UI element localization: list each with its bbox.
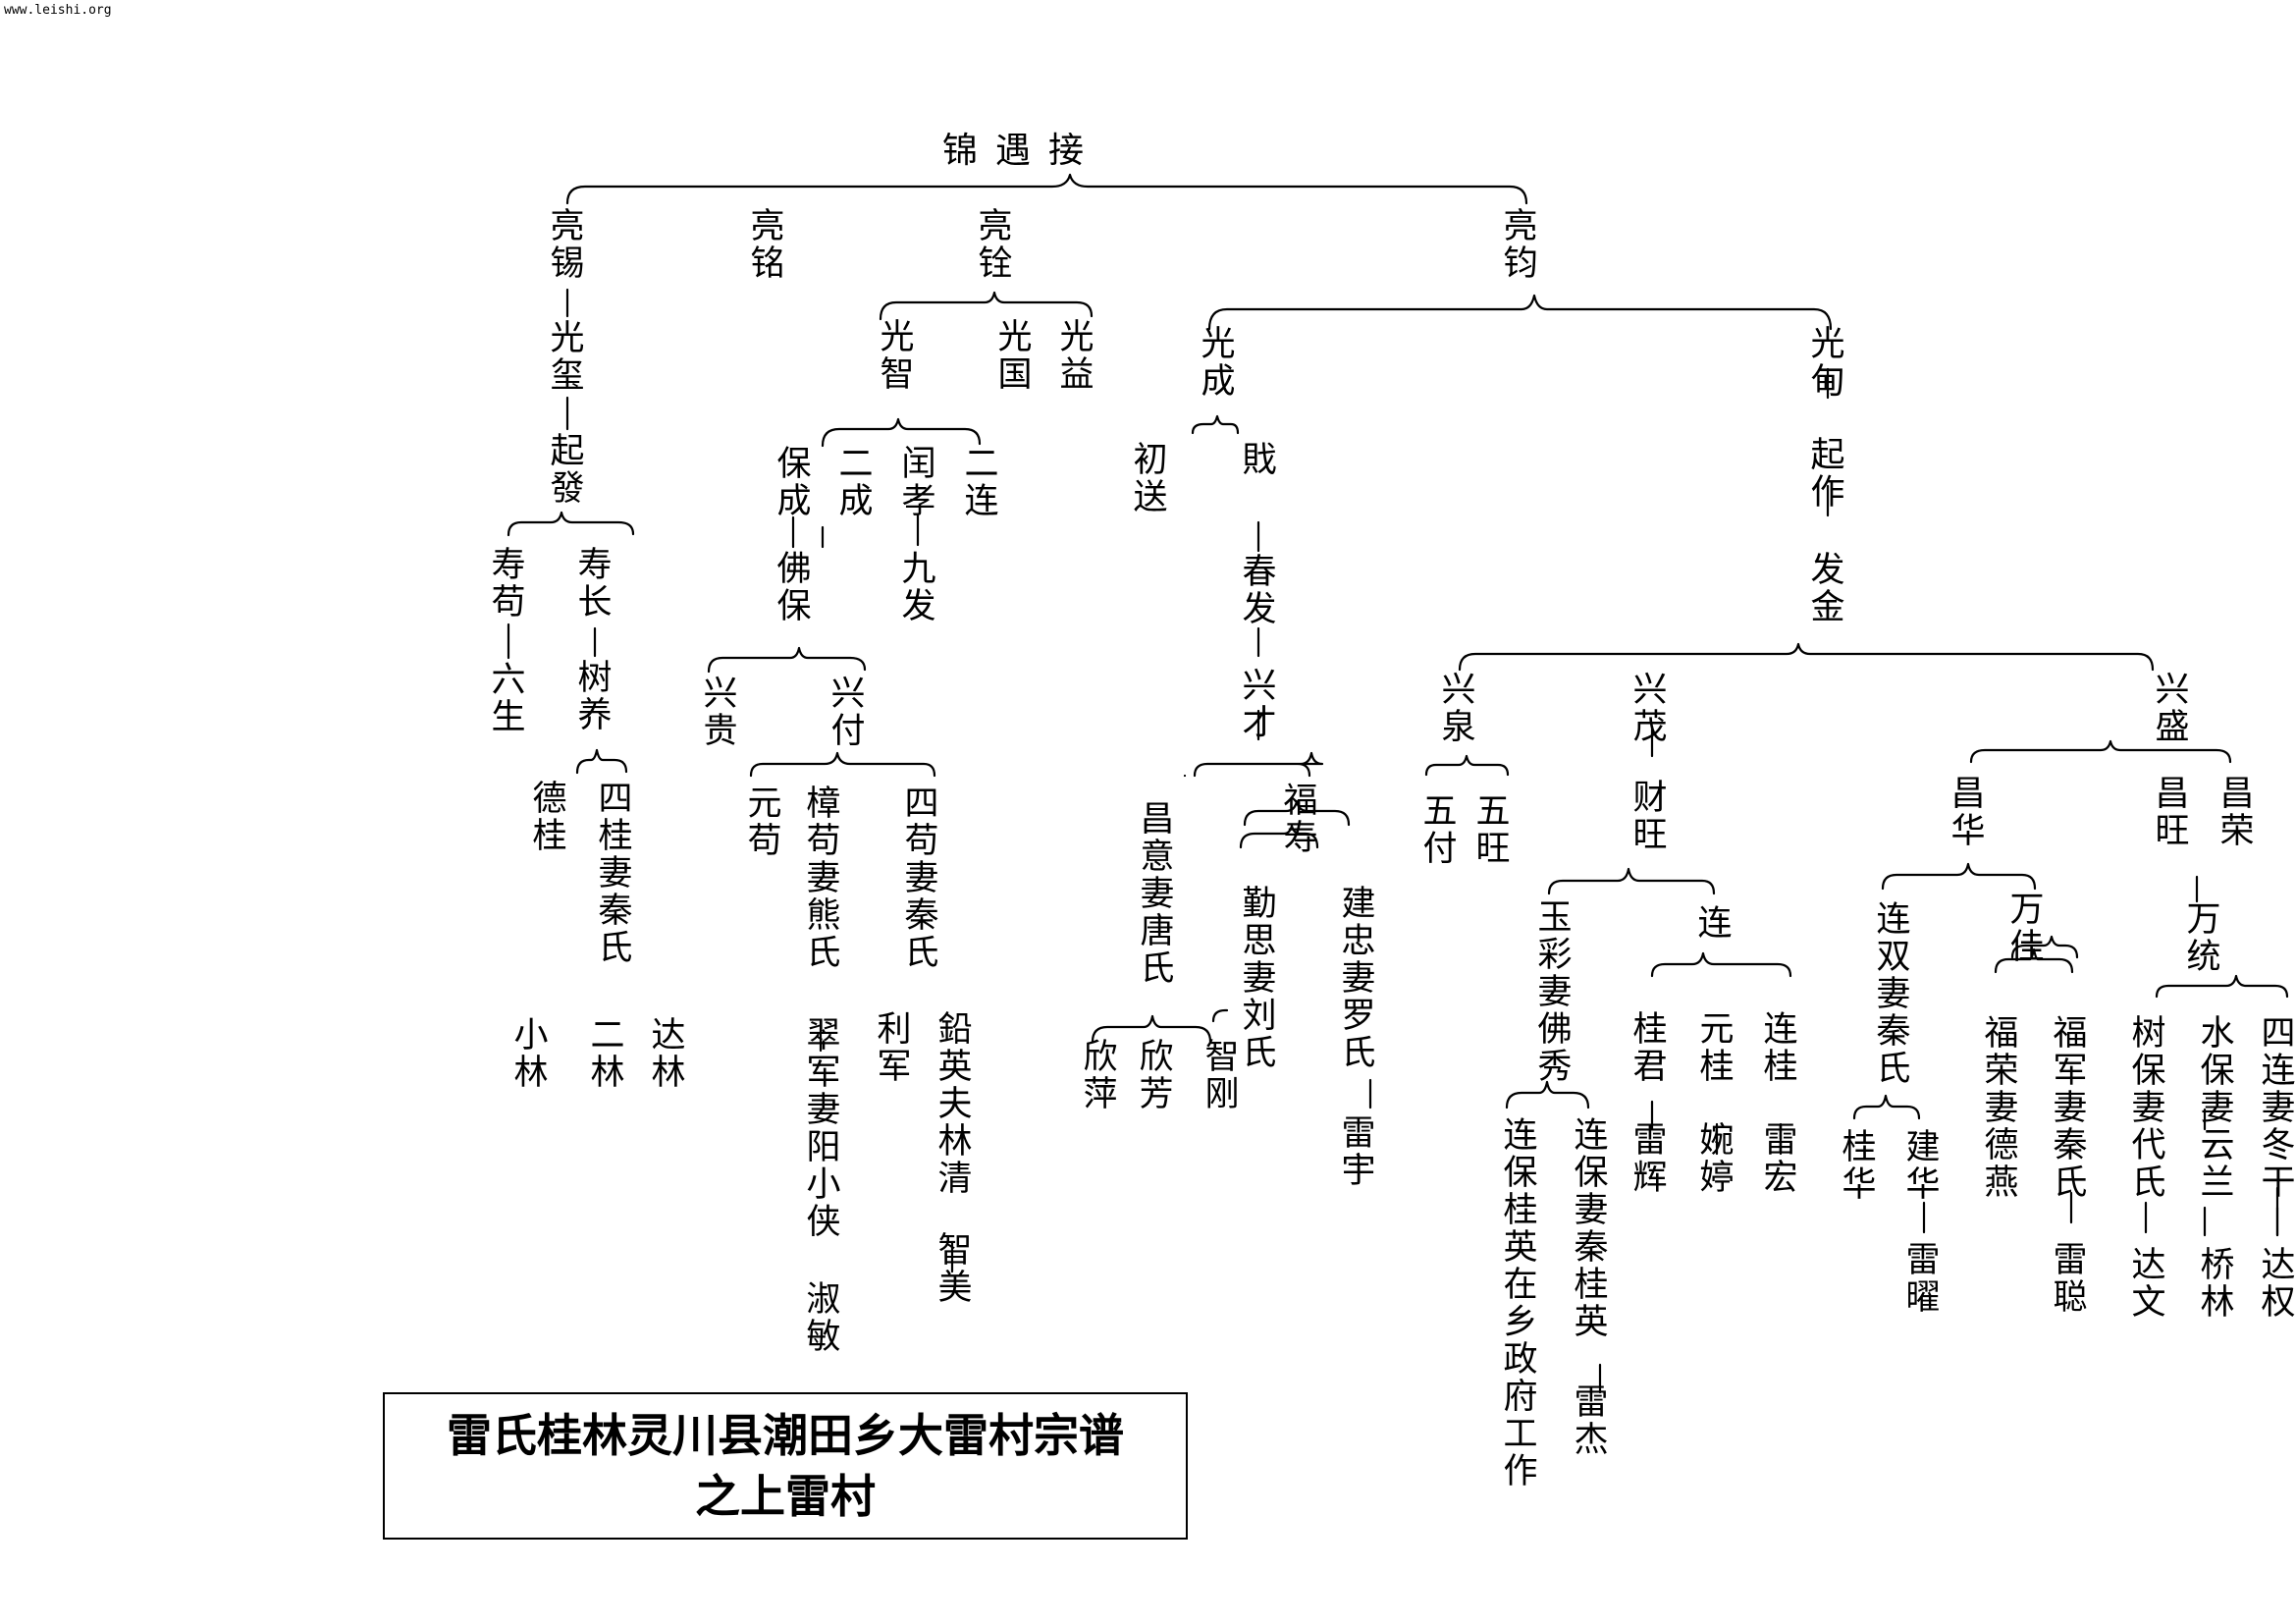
node-qi-zuo: 起作 bbox=[1810, 436, 1845, 513]
node-qian-ying: 鉛英夫林清 bbox=[937, 1010, 973, 1199]
title-line-2: 之上雷村 bbox=[695, 1470, 876, 1523]
node-xin-ping: 欣萍 bbox=[1083, 1038, 1118, 1114]
node-qin-si: 勤思妻刘氏 bbox=[1242, 885, 1277, 1073]
node-zhi-gang: 智刚 bbox=[1204, 1038, 1240, 1114]
node-lei-cong: 雷聪 bbox=[2053, 1241, 2088, 1318]
node-chang-wang: 昌旺 bbox=[2155, 775, 2190, 851]
node-shou-chang: 寿长 bbox=[577, 546, 613, 623]
node-guang-yi: 光益 bbox=[1059, 318, 1095, 395]
node-da-quan: 达权 bbox=[2261, 1246, 2296, 1323]
node-xing-mao: 兴茂 bbox=[1632, 671, 1668, 747]
node-gui-hua: 桂华 bbox=[1842, 1128, 1877, 1205]
node-guang-dian: 光甸 bbox=[1810, 325, 1845, 402]
node-qi-fa: 起發 bbox=[550, 432, 585, 509]
node-shu-yang: 树养 bbox=[577, 659, 613, 735]
node-yuan-gui: 元桂 bbox=[1699, 1010, 1735, 1087]
node-guang-xi: 光玺 bbox=[550, 319, 585, 396]
node-guang-cheng: 光成 bbox=[1201, 325, 1236, 402]
node-lei-yu: 雷宇 bbox=[1341, 1114, 1376, 1191]
node-fu-shou: 福寿 bbox=[1283, 782, 1318, 858]
node-jian-zhong: 建忠妻罗氏 bbox=[1341, 885, 1376, 1073]
node-xiao-lin: 小林 bbox=[513, 1016, 549, 1093]
node-zhang-gou: 樟苟妻熊氏 bbox=[806, 785, 841, 973]
node-si-gou: 四苟妻秦氏 bbox=[904, 785, 939, 973]
node-lian-shuang: 连双妻秦氏 bbox=[1876, 900, 1911, 1089]
node-jiu-fa: 九发 bbox=[901, 550, 936, 626]
node-lei-jie: 雷杰 bbox=[1574, 1383, 1609, 1460]
node-lian-gui: 连桂 bbox=[1763, 1010, 1798, 1087]
node-chang-hua: 昌华 bbox=[1950, 775, 1986, 851]
node-cui-jun: 翠军妻阳小侠 bbox=[806, 1016, 841, 1242]
node-yu-cai: 玉彩妻佛秀 bbox=[1537, 898, 1573, 1087]
node-liang-jun: 亮钧 bbox=[1503, 207, 1538, 284]
node-lian-bao-work: 连保桂英在乡政府工作 bbox=[1503, 1116, 1538, 1491]
node-wu-fu: 五付 bbox=[1422, 792, 1458, 869]
node-er-lin: 二林 bbox=[590, 1016, 625, 1093]
node-wan-tong: 万统 bbox=[2186, 900, 2221, 977]
node-chang-yi: 昌意妻唐氏 bbox=[1140, 800, 1175, 989]
node-zei: 戝 bbox=[1242, 441, 1277, 480]
node-fa-jin: 发金 bbox=[1810, 551, 1845, 627]
node-fu-rong: 福荣妻德燕 bbox=[1984, 1014, 2019, 1203]
node-bao-cheng: 保成 bbox=[776, 445, 812, 521]
node-er-cheng: 二成 bbox=[838, 445, 874, 521]
node-guang-guo: 光国 bbox=[997, 318, 1033, 395]
site-url: www.leishi.org bbox=[4, 3, 112, 18]
node-run-xiao: 闰孝 bbox=[901, 445, 936, 521]
node-si-lian: 四连妻冬干 bbox=[2261, 1014, 2296, 1203]
node-da-lin: 达林 bbox=[651, 1016, 686, 1093]
node-wan-jia: 万佳 bbox=[2009, 891, 2045, 967]
node-lian: 连 bbox=[1697, 904, 1733, 944]
node-xing-cai: 兴才 bbox=[1242, 667, 1277, 743]
node-cai-wang: 财旺 bbox=[1632, 779, 1668, 855]
node-xing-gui: 兴贵 bbox=[703, 675, 738, 751]
node-xing-sheng: 兴盛 bbox=[2155, 671, 2190, 747]
node-guang-zhi: 光智 bbox=[880, 318, 915, 395]
node-xing-fu: 兴付 bbox=[830, 675, 866, 751]
node-chang-rong: 昌荣 bbox=[2219, 775, 2255, 851]
title-box: 雷氏桂林灵川县潮田乡大雷村宗谱 之上雷村 bbox=[383, 1392, 1188, 1540]
node-wu-wang: 五旺 bbox=[1475, 792, 1511, 869]
node-shui-bao: 水保妻云兰 bbox=[2200, 1014, 2235, 1203]
node-de-gui: 德桂 bbox=[532, 780, 567, 856]
node-liang-quan: 亮铨 bbox=[978, 207, 1013, 284]
node-lian-bao: 连保妻秦桂英 bbox=[1574, 1116, 1609, 1342]
node-root: 锦遇接 bbox=[942, 131, 1102, 171]
node-gui-jun: 桂君 bbox=[1632, 1010, 1668, 1087]
node-fu-jun: 福军妻秦氏 bbox=[2053, 1014, 2088, 1203]
node-da-wen: 达文 bbox=[2131, 1246, 2166, 1323]
node-shu-min: 淑敏 bbox=[806, 1280, 841, 1357]
node-chun-fa: 春发 bbox=[1242, 553, 1277, 629]
node-lei-yao: 雷曜 bbox=[1905, 1241, 1941, 1318]
node-liu-sheng: 六生 bbox=[491, 661, 526, 737]
node-chu-song: 初送 bbox=[1133, 441, 1168, 517]
node-xing-quan: 兴泉 bbox=[1441, 671, 1476, 747]
node-lei-hui: 雷辉 bbox=[1632, 1121, 1668, 1198]
node-xin-fang: 欣芳 bbox=[1139, 1038, 1174, 1114]
node-er-lian: 二连 bbox=[964, 445, 999, 521]
node-si-gui: 四桂妻秦氏 bbox=[598, 780, 633, 968]
node-yuan-gou: 元苟 bbox=[747, 785, 782, 861]
node-lei-hong: 雷宏 bbox=[1763, 1121, 1798, 1198]
node-fo-bao: 佛保 bbox=[776, 550, 812, 626]
node-liang-xi: 亮锡 bbox=[550, 207, 585, 284]
node-shou-gou: 寿苟 bbox=[491, 546, 526, 623]
node-liang-ming: 亮铭 bbox=[750, 207, 785, 284]
node-li-jun: 利军 bbox=[877, 1010, 912, 1087]
node-shu-bao: 树保妻代氏 bbox=[2131, 1014, 2166, 1203]
node-zhi-mei: 智美 bbox=[937, 1231, 973, 1308]
title-line-1: 雷氏桂林灵川县潮田乡大雷村宗谱 bbox=[447, 1409, 1124, 1462]
node-jian-hua: 建华 bbox=[1905, 1128, 1941, 1205]
node-qiao-lin: 桥林 bbox=[2200, 1246, 2235, 1323]
node-wan-ting: 婉婷 bbox=[1699, 1121, 1735, 1198]
